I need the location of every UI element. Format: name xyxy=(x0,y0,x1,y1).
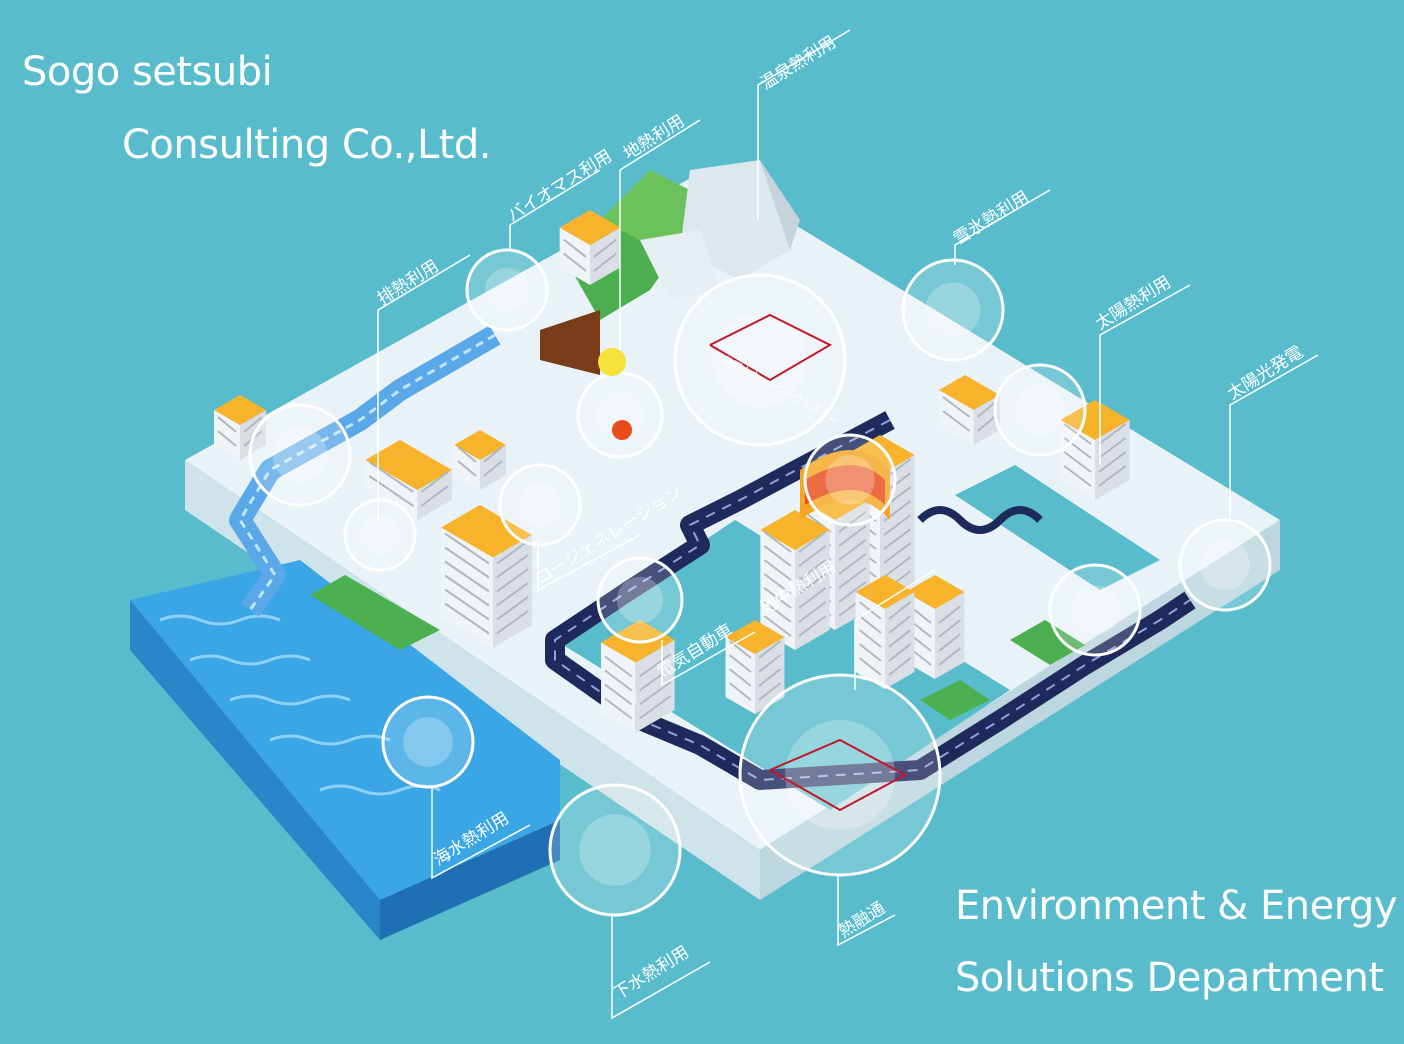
cogen-house xyxy=(454,430,506,490)
network-callout xyxy=(673,273,847,447)
heat-network-callout xyxy=(738,673,942,877)
department-name-line1: Environment & Energy xyxy=(955,883,1398,929)
snow-callout xyxy=(901,258,1005,362)
school xyxy=(1060,400,1130,500)
geothermal-callout xyxy=(576,371,664,459)
label-biomass: バイオマス利用 xyxy=(504,146,616,226)
biomass-plant xyxy=(559,210,621,285)
solar-thermal-callout xyxy=(993,363,1087,457)
company-name-line2: Consulting Co.,Ltd. xyxy=(122,122,492,168)
label-snow-ice: 雪氷熱利用 xyxy=(950,187,1033,249)
sewage-callout xyxy=(548,783,682,917)
snow-blocks xyxy=(640,160,800,300)
seawater-callout xyxy=(381,695,475,789)
biomass-callout xyxy=(465,248,549,332)
label-heat-network: 熱融通 xyxy=(835,898,889,942)
cogen-callout-1 xyxy=(343,498,417,572)
cogen-callout-2 xyxy=(498,463,582,547)
label-hot-spring: 温泉熱利用 xyxy=(757,32,840,94)
label-solar-pv: 太陽光発電 xyxy=(1224,342,1307,404)
ev-callout xyxy=(596,556,684,644)
waste-heat-callout xyxy=(248,403,352,507)
tower-5 xyxy=(855,575,915,689)
residential-solar-callout xyxy=(1048,563,1142,657)
label-geothermal: 地熱利用 xyxy=(620,111,688,164)
label-solar-thermal: 太陽熱利用 xyxy=(1092,272,1175,334)
label-leader-lines xyxy=(377,29,1319,1020)
factory-west xyxy=(214,395,266,460)
solar-pv-callout xyxy=(1178,518,1272,612)
callouts xyxy=(248,248,1272,917)
office-building xyxy=(441,505,532,648)
department-name-line2: Solutions Department xyxy=(955,955,1384,1001)
label-waste-heat: 排熱利用 xyxy=(374,256,442,309)
hospital xyxy=(601,620,675,733)
company-name-line1: Sogo setsubi xyxy=(22,49,273,95)
ground-heat-strata xyxy=(800,450,1043,534)
house-east xyxy=(939,375,1000,445)
tower-6 xyxy=(725,620,785,714)
sea-water xyxy=(130,560,560,940)
canal xyxy=(229,325,501,617)
tower-3 xyxy=(760,510,830,650)
ground-heat-callout xyxy=(803,433,897,527)
buildings xyxy=(214,210,1130,733)
heat-network-lines xyxy=(598,313,908,812)
